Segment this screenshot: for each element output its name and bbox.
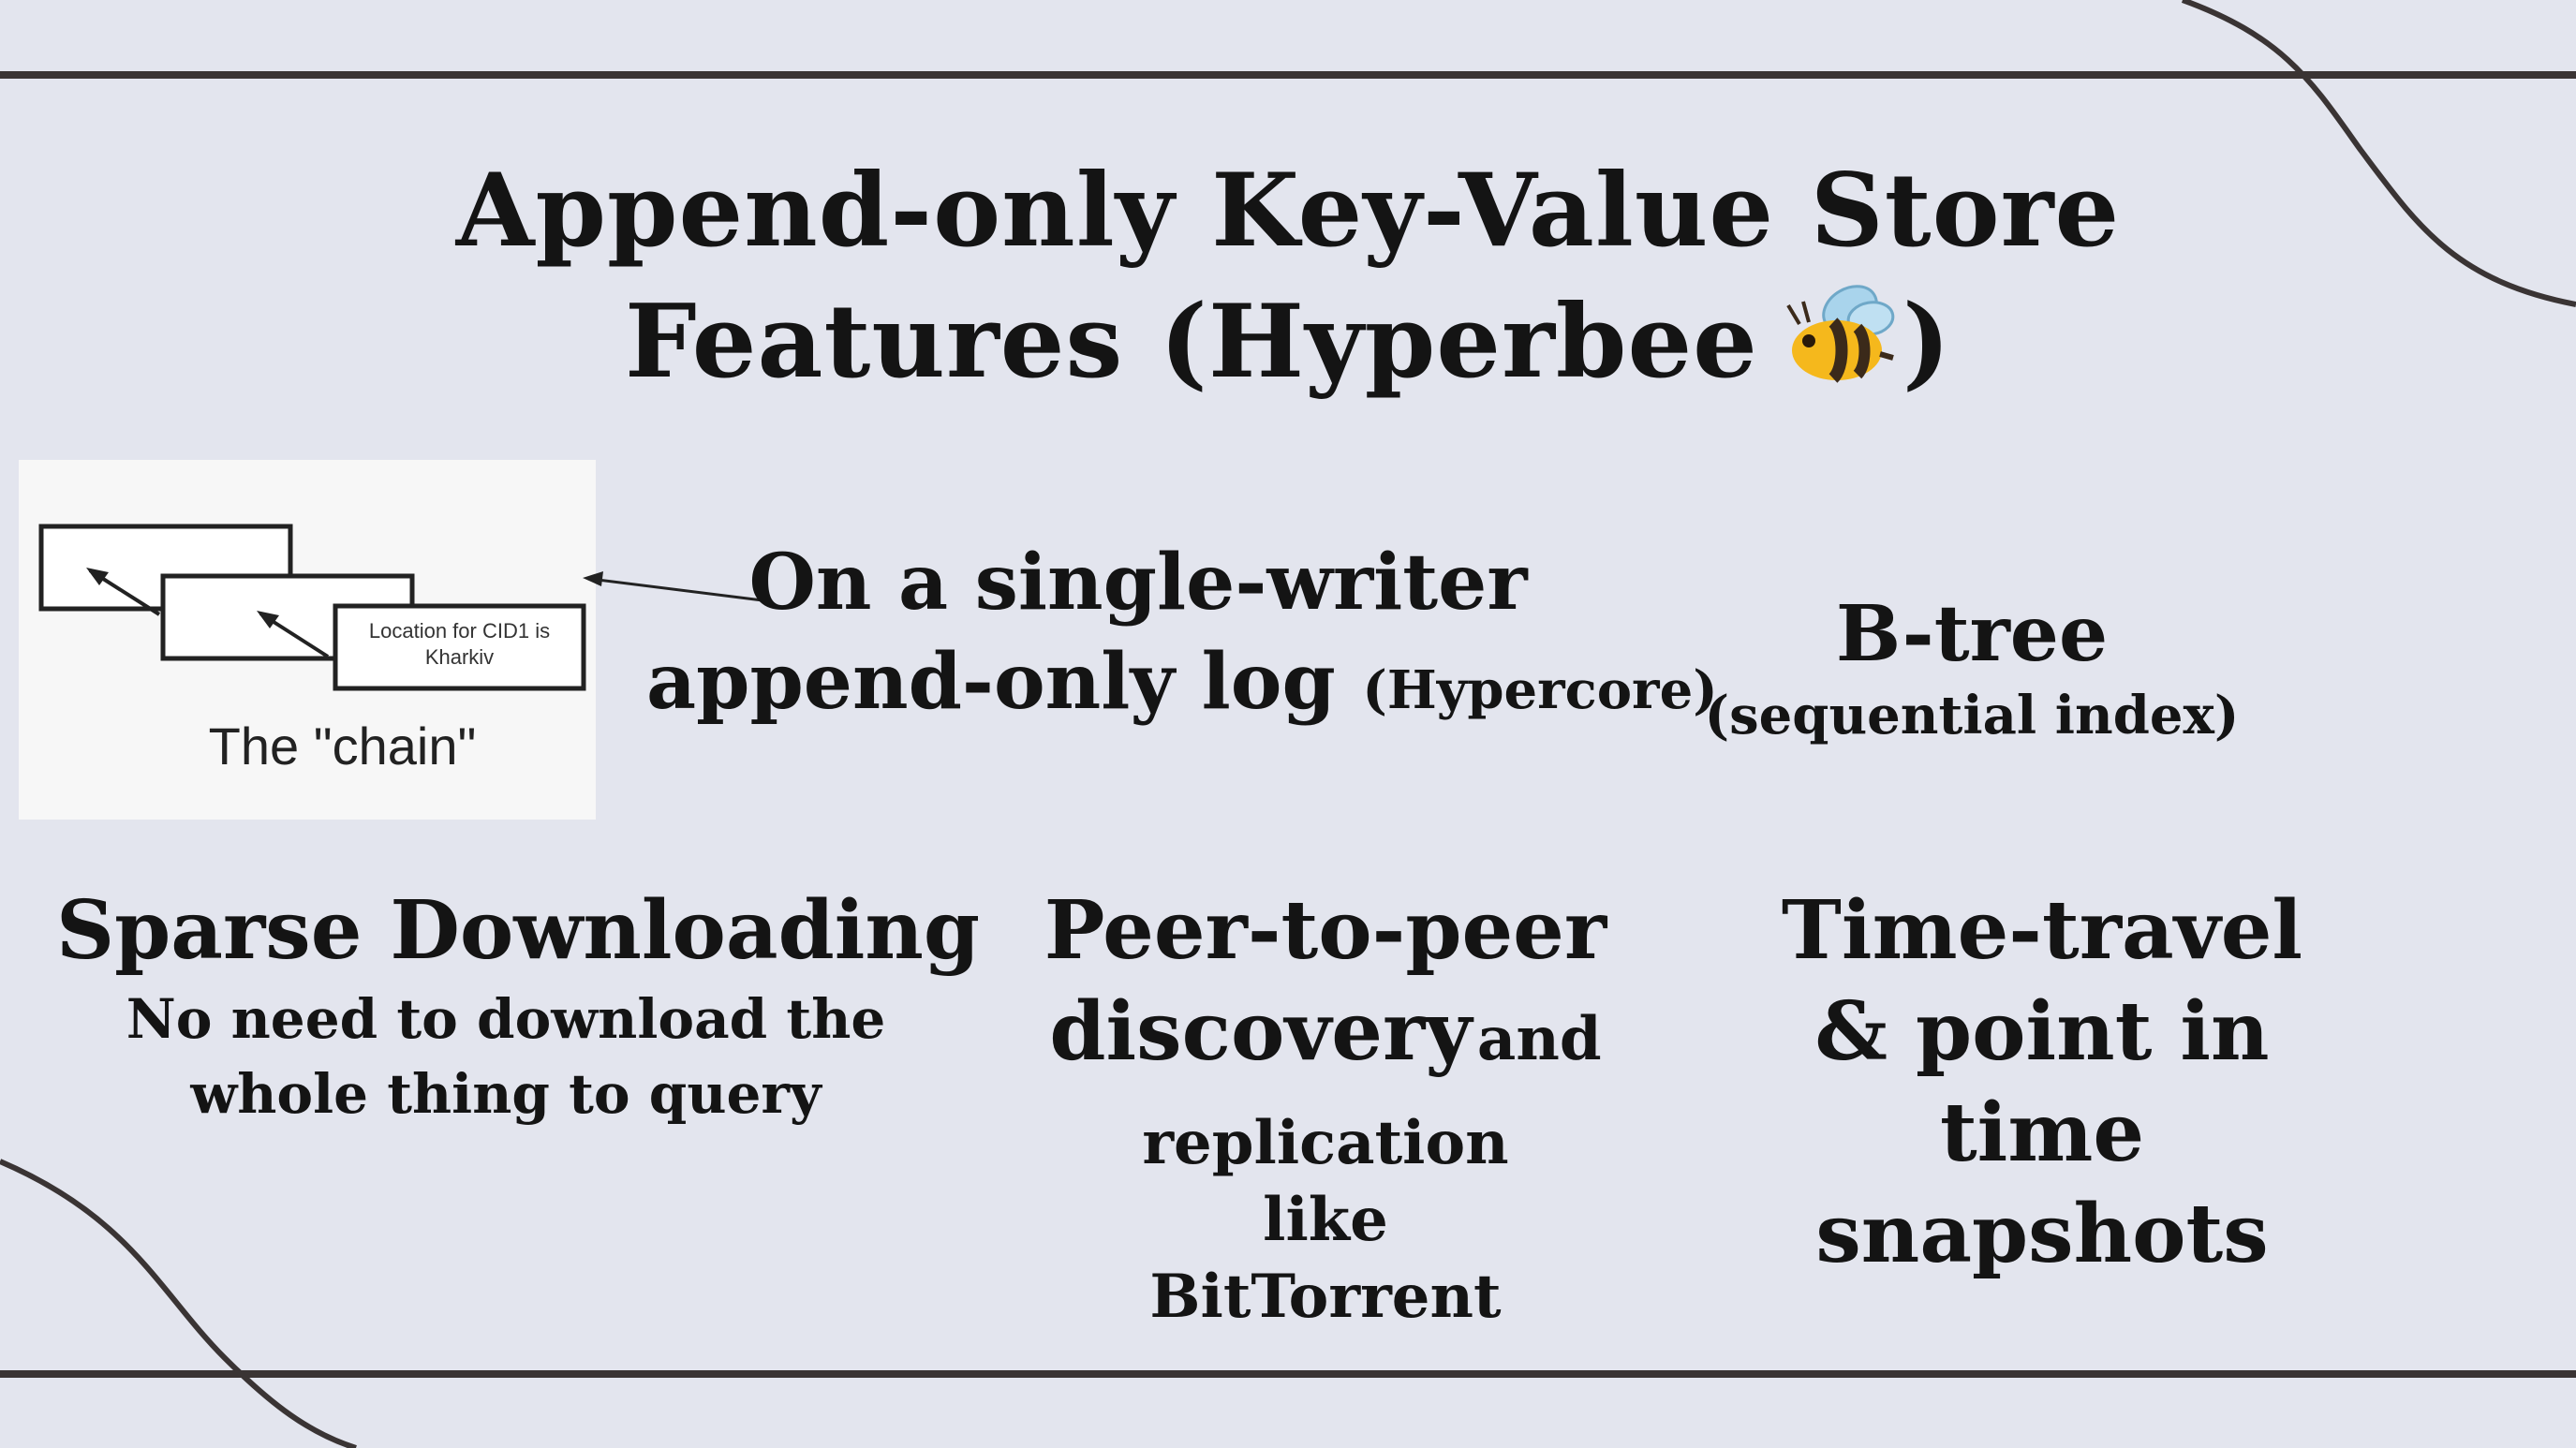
log-line-2-text: append-only log bbox=[646, 637, 1336, 727]
title-line-2: Features (Hyperbee ) bbox=[351, 276, 2225, 424]
slide-title: Append-only Key-Value Store Features (Hy… bbox=[351, 145, 2225, 424]
chain-block-3 bbox=[333, 603, 586, 691]
log-line-1: On a single-writer bbox=[748, 538, 1528, 628]
chain-block-note: Location for CID1 is Kharkiv bbox=[368, 619, 551, 669]
timetravel-feature: Time-travel & point in time snapshots bbox=[1742, 880, 2342, 1285]
chain-diagram bbox=[38, 524, 586, 691]
sparse-feature: Sparse Downloading No need to download t… bbox=[56, 880, 981, 1131]
title-line-2-close: ) bbox=[1902, 283, 1951, 401]
p2p-discovery: discovery bbox=[1049, 984, 1473, 1079]
p2p-rest: replication like BitTorrent bbox=[1142, 1108, 1509, 1332]
sparse-heading: Sparse Downloading bbox=[56, 883, 981, 978]
log-note: (Hypercore) bbox=[1362, 659, 1718, 721]
pointer-arrow bbox=[583, 571, 771, 603]
bee-icon bbox=[1777, 281, 1897, 424]
btree-note: (sequential index) bbox=[1704, 685, 2240, 746]
log-line-2: append-only log (Hypercore) bbox=[646, 633, 1718, 739]
top-right-curve bbox=[2181, 0, 2576, 307]
sparse-body: No need to download the whole thing to q… bbox=[126, 987, 886, 1126]
p2p-and: and bbox=[1476, 1004, 1602, 1074]
btree-feature: B-tree (sequential index) bbox=[1686, 585, 2258, 748]
chain-figure bbox=[19, 460, 596, 820]
p2p-line-1: Peer-to-peer bbox=[1044, 883, 1607, 978]
chain-caption: The "chain" bbox=[208, 717, 477, 776]
log-feature: On a single-writer append-only log (Hype… bbox=[646, 532, 1718, 739]
timetravel-heading: Time-travel & point in time snapshots bbox=[1781, 883, 2303, 1281]
btree-heading: B-tree bbox=[1835, 589, 2109, 679]
bottom-left-curve bbox=[0, 1159, 357, 1448]
p2p-line-2: discovery and bbox=[993, 982, 1658, 1105]
p2p-feature: Peer-to-peer discovery and replication l… bbox=[993, 880, 1658, 1336]
title-line-2-text: Features (Hyperbee bbox=[625, 283, 1758, 401]
title-line-1: Append-only Key-Value Store bbox=[455, 152, 2121, 270]
